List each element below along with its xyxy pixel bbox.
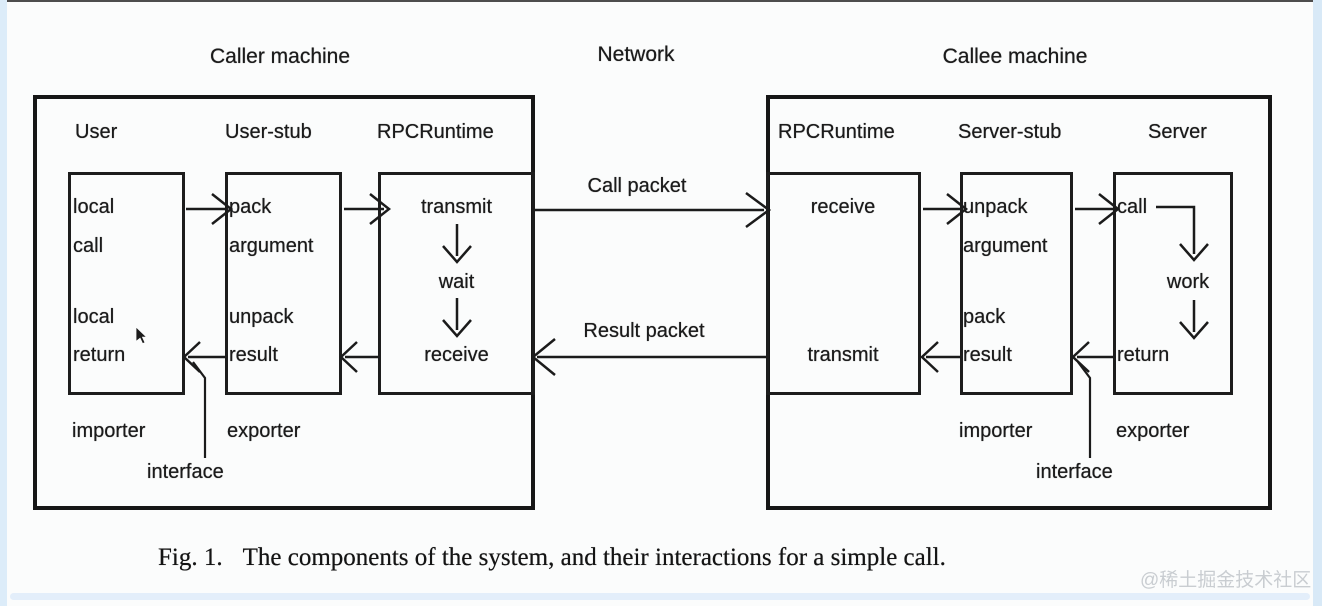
callee-interface-label: interface: [1036, 461, 1113, 483]
figure-caption-text: The components of the system, and their …: [242, 544, 946, 571]
server-stub-box: [960, 172, 1073, 395]
arrow-call-packet: [535, 193, 769, 227]
sstub-argument-label: argument: [963, 235, 1048, 257]
user-local-label: local: [73, 196, 115, 218]
user-local2-label: local: [73, 306, 115, 328]
server-work-label: work: [1166, 271, 1210, 293]
server-box: [1113, 172, 1233, 395]
sstub-result-label: result: [963, 344, 1012, 366]
caller-receive-label: receive: [424, 344, 489, 366]
server-call-label: call: [1117, 196, 1148, 218]
callee-machine-title: Callee machine: [942, 45, 1088, 68]
caller-exporter-label: exporter: [227, 420, 301, 442]
screen-edge-top: [6, 0, 1322, 2]
screen-edge-right: [1313, 0, 1322, 606]
figure-caption: Fig. 1. The components of the system, and…: [158, 544, 1168, 572]
callee-receive-label: receive: [810, 196, 876, 218]
caller-importer-label: importer: [72, 420, 146, 442]
callee-transmit-label: transmit: [807, 344, 879, 366]
caller-transmit-label: transmit: [420, 196, 493, 218]
screen-edge-bottom: [10, 593, 1310, 600]
user-return-label: return: [73, 344, 126, 366]
user-box: [68, 172, 185, 395]
network-title: Network: [597, 43, 675, 66]
user-stub-box: [225, 172, 342, 395]
stub-unpack-label: unpack: [229, 306, 294, 328]
stub-pack-label: pack: [229, 196, 272, 218]
callee-importer-label: importer: [959, 420, 1033, 442]
screen-edge-left: [0, 0, 7, 606]
stub-result-label: result: [229, 344, 278, 366]
server-return-label: return: [1117, 344, 1170, 366]
user-call-label: call: [73, 235, 104, 257]
call-packet-label: Call packet: [587, 175, 687, 197]
callee-col-rpcruntime: RPCRuntime: [778, 121, 895, 143]
sstub-unpack-label: unpack: [963, 196, 1028, 218]
caller-rpcruntime-box: [378, 172, 535, 395]
sstub-pack-label: pack: [963, 306, 1006, 328]
caller-col-user: User: [75, 121, 118, 143]
callee-rpcruntime-box: [766, 172, 921, 395]
juejin-watermark: @稀土掘金技术社区: [1140, 570, 1312, 591]
callee-col-server: Server: [1148, 121, 1207, 143]
caller-interface-label: interface: [147, 461, 224, 483]
caller-col-rpcruntime: RPCRuntime: [377, 121, 494, 143]
caller-machine-title: Caller machine: [209, 45, 351, 68]
arrow-result-packet: [533, 339, 766, 375]
figure-caption-number: Fig. 1.: [158, 544, 223, 571]
caller-wait-label: wait: [438, 271, 475, 293]
result-packet-label: Result packet: [583, 320, 705, 342]
stub-argument-label: argument: [229, 235, 314, 257]
callee-col-server-stub: Server-stub: [958, 121, 1062, 143]
caller-col-user-stub: User-stub: [225, 121, 312, 143]
callee-exporter-label: exporter: [1116, 420, 1190, 442]
